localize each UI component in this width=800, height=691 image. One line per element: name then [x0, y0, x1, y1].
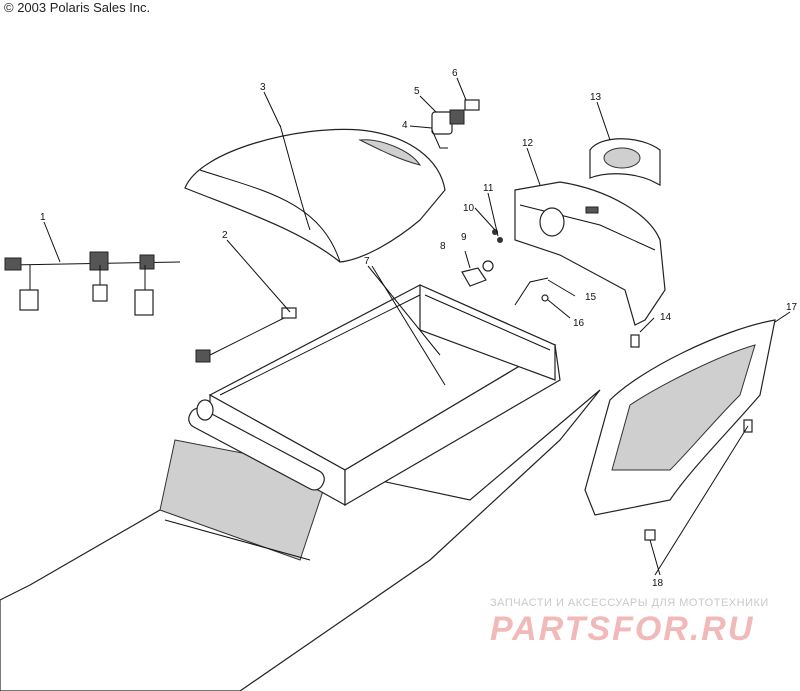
callout-11: 11	[483, 183, 494, 194]
part-4-6-lock-assembly	[431, 99, 480, 149]
callout-16: 16	[573, 318, 585, 329]
callout-1: 1	[40, 212, 46, 223]
callout-17: 17	[786, 302, 798, 313]
callout-2: 2	[222, 230, 228, 241]
part-17-side-panel	[584, 319, 776, 516]
leader-lines	[43, 77, 791, 576]
part-15-16-rod	[514, 277, 549, 306]
callout-14: 14	[660, 312, 672, 323]
callout-8: 8	[440, 241, 446, 252]
part-2-cable	[195, 307, 297, 363]
part-1-wiring-harness	[4, 251, 181, 316]
callout-13: 13	[590, 92, 602, 103]
part-3-seat-cover	[184, 124, 446, 263]
callout-9: 9	[461, 232, 467, 243]
callout-7: 7	[364, 256, 370, 267]
part-8-11-hardware	[461, 229, 503, 287]
watermark-tagline: ЗАПЧАСТИ И АКСЕССУАРЫ ДЛЯ МОТОТЕХНИКИ	[490, 597, 769, 609]
callout-12: 12	[522, 138, 534, 149]
callout-3: 3	[260, 82, 266, 93]
callout-labels: 1 2 3 4 5 6 7 8 9 10 11 12 13 14 15 16 1…	[40, 68, 798, 589]
part-13-light-lens	[589, 138, 661, 186]
callout-6: 6	[452, 68, 458, 79]
callout-4: 4	[402, 120, 408, 131]
callout-15: 15	[585, 292, 597, 303]
callout-18: 18	[652, 578, 664, 589]
roller-bar	[188, 399, 325, 491]
callout-5: 5	[414, 86, 420, 97]
part-14-pin	[630, 334, 640, 348]
copyright-notice: © 2003 Polaris Sales Inc.	[4, 0, 151, 15]
part-12-rear-housing	[514, 181, 666, 326]
watermark-logo: PARTSFOR.RU	[490, 610, 755, 648]
callout-10: 10	[463, 203, 475, 214]
